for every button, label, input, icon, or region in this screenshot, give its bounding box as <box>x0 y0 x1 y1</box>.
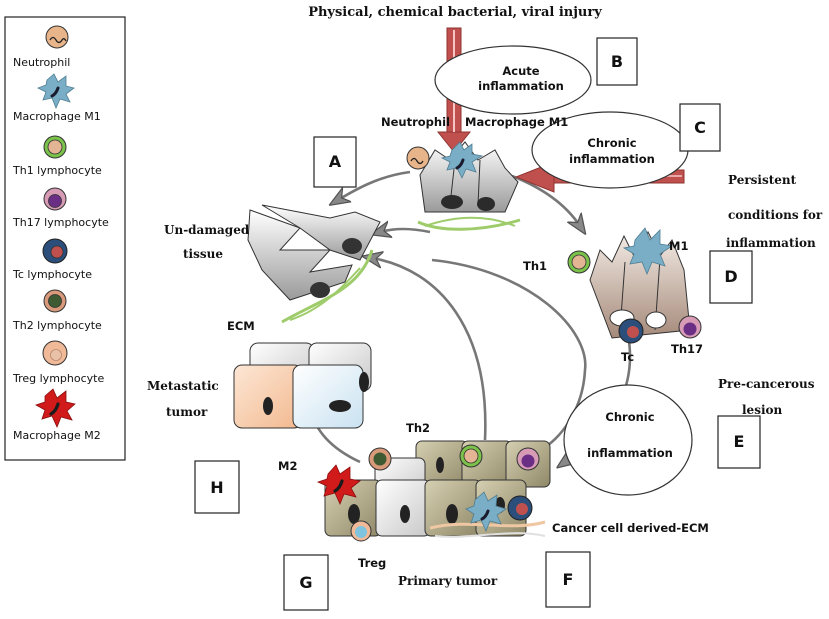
undamaged-tissue-cells <box>247 204 381 324</box>
macrophage-m1-icon <box>465 491 507 533</box>
legend-label: Macrophage M2 <box>13 429 101 442</box>
svg-text:D: D <box>724 267 737 286</box>
diagram-title: Physical, chemical bacterial, viral inju… <box>308 5 602 20</box>
macrophage-m1-icon <box>622 227 674 276</box>
metastatic-tumor-cells <box>233 342 372 429</box>
th2-lymphocyte-icon <box>368 447 392 471</box>
svg-text:inflammation: inflammation <box>569 152 655 166</box>
neutrophil-icon <box>406 146 430 170</box>
box-f: F <box>545 551 591 608</box>
th17-lymphocyte-icon <box>43 187 67 211</box>
neutrophil-icon <box>45 25 69 49</box>
legend-label: Macrophage M1 <box>13 110 101 123</box>
label-persistent-3: inflammation <box>726 236 816 250</box>
label-undamaged-tissue-2: tissue <box>183 247 223 261</box>
th1-lymphocyte-icon <box>43 135 67 159</box>
box-e: E <box>717 415 761 469</box>
tc-lymphocyte-icon <box>618 318 644 344</box>
acute-inflammation-ellipse: Acute inflammation <box>434 45 592 115</box>
box-g: G <box>283 554 329 611</box>
macrophage-m1-icon <box>440 141 484 179</box>
label-cancer-ecm: Cancer cell derived-ECM <box>552 521 709 535</box>
svg-text:A: A <box>329 152 342 171</box>
label-persistent-2: conditions for <box>728 208 823 222</box>
box-b: B <box>596 37 638 86</box>
legend-label: Treg lymphocyte <box>12 372 104 385</box>
chronic-inflammation-ellipse-bottom: Chronic inflammation <box>563 384 693 496</box>
tc-lymphocyte-icon <box>507 495 533 521</box>
box-h: H <box>194 460 240 514</box>
legend-label: Neutrophil <box>13 56 70 69</box>
label-neutrophil: Neutrophil <box>381 115 450 129</box>
treg-lymphocyte-icon <box>350 520 372 542</box>
box-a: A <box>313 136 357 188</box>
label-tc: Tc <box>621 350 634 364</box>
tc-lymphocyte-icon <box>42 238 68 264</box>
box-d: D <box>709 250 753 304</box>
macrophage-m2-icon <box>316 464 361 506</box>
svg-text:G: G <box>299 573 312 592</box>
svg-text:Chronic: Chronic <box>587 136 636 150</box>
label-metastatic-tumor-2: tumor <box>166 405 208 419</box>
svg-text:E: E <box>734 432 745 451</box>
label-metastatic-tumor: Metastatic <box>147 379 219 393</box>
label-th1: Th1 <box>523 259 547 273</box>
svg-text:F: F <box>563 570 574 589</box>
svg-text:Chronic: Chronic <box>605 410 654 424</box>
label-treg: Treg <box>358 556 386 570</box>
svg-text:C: C <box>694 118 706 137</box>
label-precancerous: Pre-cancerous <box>718 377 815 391</box>
legend-label: Tc lymphocyte <box>12 268 92 281</box>
label-undamaged-tissue: Un-damaged <box>164 223 250 237</box>
label-m2: M2 <box>278 459 297 473</box>
legend-label: Th1 lymphocyte <box>12 164 102 177</box>
th17-lymphocyte-icon <box>678 315 702 339</box>
label-ecm: ECM <box>227 319 255 333</box>
treg-lymphocyte-icon <box>42 340 68 366</box>
svg-text:inflammation: inflammation <box>478 79 564 93</box>
label-th17: Th17 <box>671 342 703 356</box>
svg-text:H: H <box>210 478 223 497</box>
svg-text:B: B <box>611 52 623 71</box>
box-c: C <box>679 103 721 152</box>
label-th2: Th2 <box>406 421 430 435</box>
label-m1: M1 <box>669 239 688 253</box>
label-macrophage-m1: Macrophage M1 <box>465 115 568 129</box>
label-persistent: Persistent <box>728 173 797 187</box>
th2-lymphocyte-icon <box>43 289 67 313</box>
th1-lymphocyte-icon <box>567 250 591 274</box>
legend: Neutrophil Macrophage M1 Th1 lymphocyte … <box>4 16 126 461</box>
macrophage-m1-icon <box>37 73 75 110</box>
chronic-tissue-cells <box>589 230 691 339</box>
th17-lymphocyte-icon <box>516 447 540 471</box>
legend-label: Th17 lymphocyte <box>12 216 109 229</box>
svg-text:inflammation: inflammation <box>587 446 673 460</box>
macrophage-m2-icon <box>35 388 76 429</box>
th1-lymphocyte-icon <box>459 444 483 468</box>
legend-label: Th2 lymphocyte <box>12 319 102 332</box>
label-primary-tumor: Primary tumor <box>398 574 498 588</box>
label-precancerous-2: lesion <box>742 403 783 417</box>
svg-text:Acute: Acute <box>502 64 539 78</box>
